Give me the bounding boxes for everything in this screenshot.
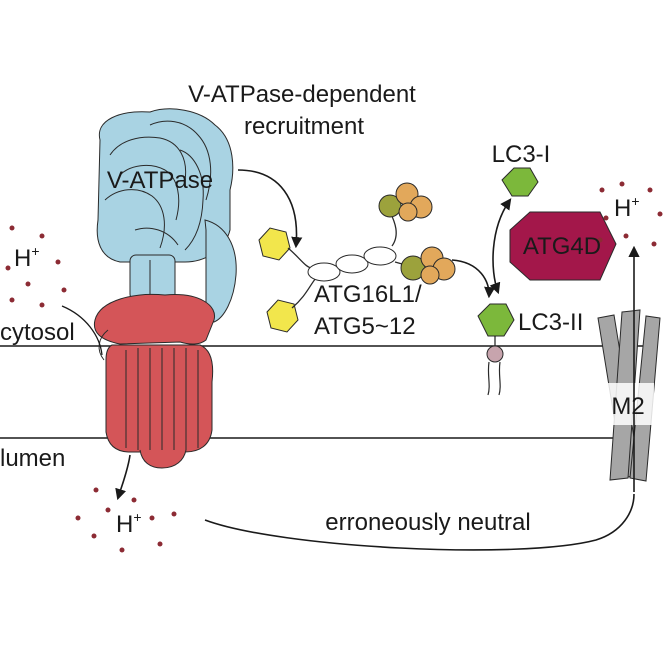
proton-plus-right: +	[631, 193, 639, 209]
proton-h-bottom: H	[116, 511, 133, 538]
atg16l1-label-line1: ATG16L1/	[314, 281, 422, 308]
lc3-ii-lipid	[477, 303, 515, 396]
m2-label: M2	[611, 393, 644, 420]
proton-h-left: H	[14, 245, 31, 272]
proton-h-right: H	[614, 195, 631, 222]
cytosol-proton-path	[61, 305, 103, 356]
v-atpase-label: V-ATPase	[107, 167, 213, 194]
proton-label-left: H+	[14, 243, 40, 272]
atg16l1-label-line2: ATG5~12	[314, 313, 416, 340]
complex-to-lc3ii-arrow	[451, 259, 496, 299]
lc3-i-label: LC3-I	[492, 141, 551, 168]
v-atpase-v0-domain	[93, 293, 216, 469]
atg4d-label: ATG4D	[523, 233, 601, 260]
membrane	[0, 345, 650, 439]
lumen-proton-arrow	[115, 454, 131, 501]
recruitment-label-line1: V-ATPase-dependent	[188, 81, 416, 108]
proton-plus-bottom: +	[133, 509, 141, 525]
proton-plus-left: +	[31, 243, 39, 259]
proton-label-right: H+	[614, 193, 640, 222]
recruitment-arrow	[237, 169, 303, 249]
v-atpase-v1-domain	[96, 108, 237, 323]
atg5-hexagon-top	[258, 227, 291, 261]
lc3-ii-label: LC3-II	[518, 309, 583, 336]
cytosol-label: cytosol	[0, 319, 75, 346]
m2-channel	[597, 309, 661, 482]
proton-label-bottom: H+	[116, 509, 142, 538]
proton-dots	[5, 181, 663, 553]
erroneously-neutral-path	[204, 493, 635, 551]
atg16l1-complex	[258, 182, 456, 333]
lc3-conversion-arrow	[489, 198, 512, 295]
recruitment-label-line2: recruitment	[244, 113, 364, 140]
erroneously-neutral-label: erroneously neutral	[325, 509, 530, 536]
lc3-i-hexagon	[501, 167, 539, 197]
lumen-label: lumen	[0, 445, 65, 472]
atg5-hexagon-bottom	[266, 299, 299, 333]
lc3-ii-hexagon	[477, 303, 515, 337]
atg4d-hexagon	[509, 211, 617, 281]
